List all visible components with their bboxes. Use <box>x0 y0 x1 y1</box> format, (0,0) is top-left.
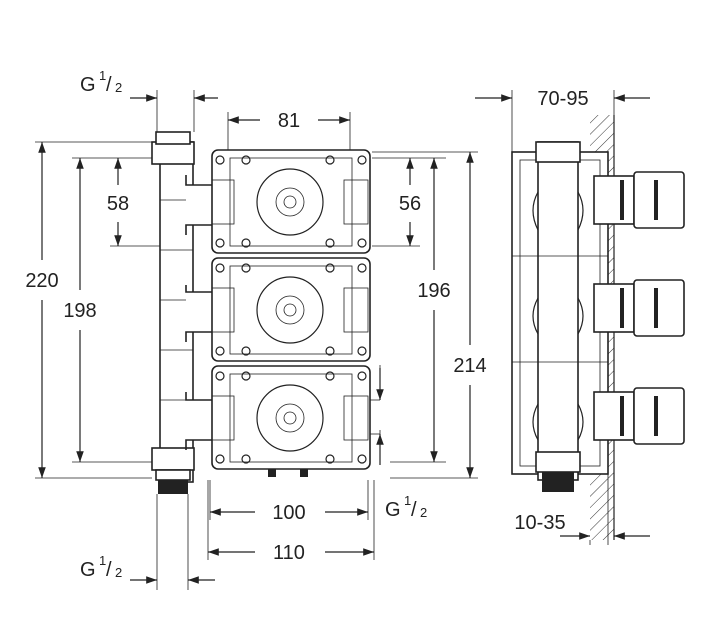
side-dimension-lines <box>475 90 650 545</box>
side-view <box>475 90 685 545</box>
svg-text:1: 1 <box>99 553 106 568</box>
svg-text:/: / <box>106 74 112 96</box>
svg-text:2: 2 <box>115 80 122 95</box>
module-top <box>211 149 371 254</box>
module-middle <box>211 257 371 362</box>
label-110: 110 <box>273 542 305 564</box>
label-196: 196 <box>417 280 450 302</box>
label-81: 81 <box>278 110 300 132</box>
label-220: 220 <box>25 270 58 292</box>
svg-text:2: 2 <box>115 565 122 580</box>
svg-text:/: / <box>106 559 112 581</box>
label-pipe-top: G 1 / 2 <box>80 68 122 96</box>
label-100: 100 <box>272 502 305 524</box>
svg-text:2: 2 <box>420 505 427 520</box>
label-214: 214 <box>453 355 486 377</box>
front-view <box>35 90 478 590</box>
label-58: 58 <box>107 193 129 215</box>
extension-lines <box>35 90 478 590</box>
svg-text:G: G <box>80 559 96 581</box>
module-bottom <box>211 365 371 477</box>
label-pipe-bottom: G 1 / 2 <box>80 553 122 581</box>
label-pipe-right: G 1 / 2 <box>385 493 427 521</box>
svg-text:G: G <box>385 499 401 521</box>
handle-middle <box>593 279 685 337</box>
branch-connectors <box>185 175 216 450</box>
svg-text:1: 1 <box>404 493 411 508</box>
label-56: 56 <box>399 193 421 215</box>
dimension-lines <box>38 94 474 584</box>
label-70-95: 70-95 <box>537 88 588 110</box>
svg-text:G: G <box>80 74 96 96</box>
svg-text:1: 1 <box>99 68 106 83</box>
label-198: 198 <box>63 300 96 322</box>
handle-top <box>593 171 685 229</box>
side-body <box>511 141 609 492</box>
label-10-35: 10-35 <box>514 512 565 534</box>
handle-bottom <box>593 387 685 445</box>
svg-text:/: / <box>411 499 417 521</box>
